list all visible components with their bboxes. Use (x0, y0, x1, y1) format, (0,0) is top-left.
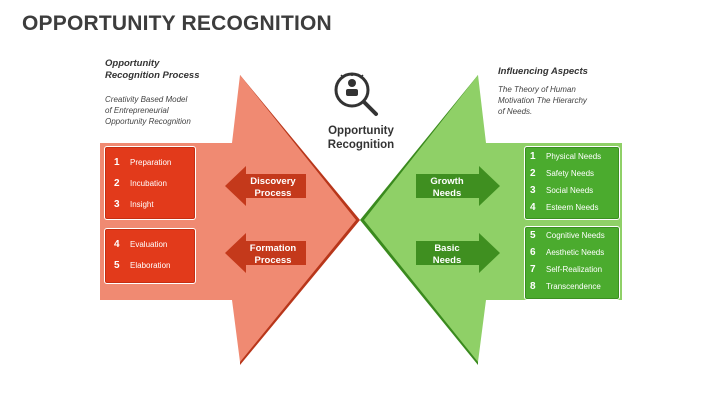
discovery-process-label: Discovery Process (240, 176, 306, 200)
list-label: Physical Needs (546, 152, 602, 161)
list-label: Self-Realization (546, 265, 603, 274)
basic-needs-label: Basic Needs (416, 243, 478, 267)
left-heading-line2: Recognition Process (105, 70, 200, 81)
arrow-label-line2: Needs (432, 255, 462, 266)
arrow-label-line2: Process (254, 255, 292, 266)
list-number: 8 (530, 281, 536, 292)
arrow-label-line1: Growth (430, 176, 464, 187)
center-label: Opportunity Recognition (315, 124, 407, 152)
list-label: Incubation (130, 179, 167, 188)
right-list-item: 3 Social Needs (530, 183, 593, 199)
left-description: Creativity Based Model of Entrepreneuria… (105, 94, 191, 127)
right-heading: Influencing Aspects (498, 66, 588, 77)
list-number: 4 (530, 202, 536, 213)
left-desc-line2: of Entrepreneurial (105, 106, 169, 115)
right-list-item: 8 Transcendence (530, 279, 601, 295)
list-number: 3 (530, 185, 536, 196)
left-desc-line1: Creativity Based Model (105, 95, 188, 104)
left-list-item: 4 Evaluation (114, 237, 167, 253)
list-number: 5 (530, 230, 536, 241)
right-desc-line1: The Theory of Human (498, 85, 576, 94)
list-label: Safety Needs (546, 169, 595, 178)
list-label: Esteem Needs (546, 203, 599, 212)
left-box-bottom (104, 228, 196, 284)
arrow-label-line1: Basic (434, 243, 460, 254)
left-heading-line1: Opportunity (105, 58, 160, 69)
left-desc-line3: Opportunity Recognition (105, 117, 191, 126)
list-number: 4 (114, 239, 120, 250)
list-number: 2 (114, 178, 120, 189)
arrow-label-line2: Needs (432, 188, 462, 199)
list-number: 1 (114, 157, 120, 168)
arrow-label-line1: Formation (249, 243, 297, 254)
list-label: Transcendence (546, 282, 601, 291)
center-label-line2: Recognition (327, 139, 395, 151)
arrow-label-line2: Process (254, 188, 292, 199)
formation-arrow (225, 233, 306, 273)
right-list-item: 4 Esteem Needs (530, 200, 598, 216)
list-number: 3 (114, 199, 120, 210)
list-label: Evaluation (130, 240, 168, 249)
list-label: Elaboration (130, 261, 171, 270)
right-list-item: 6 Aesthetic Needs (530, 245, 604, 261)
list-number: 1 (530, 151, 536, 162)
list-number: 5 (114, 260, 120, 271)
right-list-item: 5 Cognitive Needs (530, 228, 605, 244)
formation-process-label: Formation Process (240, 243, 306, 267)
list-number: 7 (530, 264, 536, 275)
left-list-item: 1 Preparation (114, 155, 171, 171)
list-label: Aesthetic Needs (546, 248, 605, 257)
right-desc-line2: Motivation The Hierarchy (498, 96, 587, 105)
list-label: Cognitive Needs (546, 231, 605, 240)
right-list-item: 7 Self-Realization (530, 262, 602, 278)
list-label: Preparation (130, 158, 172, 167)
list-label: Social Needs (546, 186, 594, 195)
right-box-top (524, 146, 620, 220)
list-label: Insight (130, 200, 154, 209)
list-number: 2 (530, 168, 536, 179)
left-box-top (104, 146, 196, 220)
center-label-line1: Opportunity (328, 125, 394, 137)
right-list-item: 1 Physical Needs (530, 149, 601, 165)
page-title: OPPORTUNITY RECOGNITION (22, 12, 332, 35)
right-desc-line3: of Needs. (498, 107, 533, 116)
left-heading: Opportunity Recognition Process (105, 58, 200, 82)
growth-needs-label: Growth Needs (416, 176, 478, 200)
magnifier-idea-icon (334, 72, 378, 116)
right-list-item: 2 Safety Needs (530, 166, 594, 182)
left-list-item: 5 Elaboration (114, 258, 170, 274)
discovery-arrow (225, 166, 306, 206)
basic-arrow (416, 233, 500, 273)
left-list-item: 2 Incubation (114, 176, 167, 192)
growth-arrow (416, 166, 500, 206)
right-box-bottom (524, 226, 620, 300)
list-number: 6 (530, 247, 536, 258)
left-list-item: 3 Insight (114, 197, 154, 213)
arrow-label-line1: Discovery (250, 176, 296, 187)
right-description: The Theory of Human Motivation The Hiera… (498, 84, 587, 117)
